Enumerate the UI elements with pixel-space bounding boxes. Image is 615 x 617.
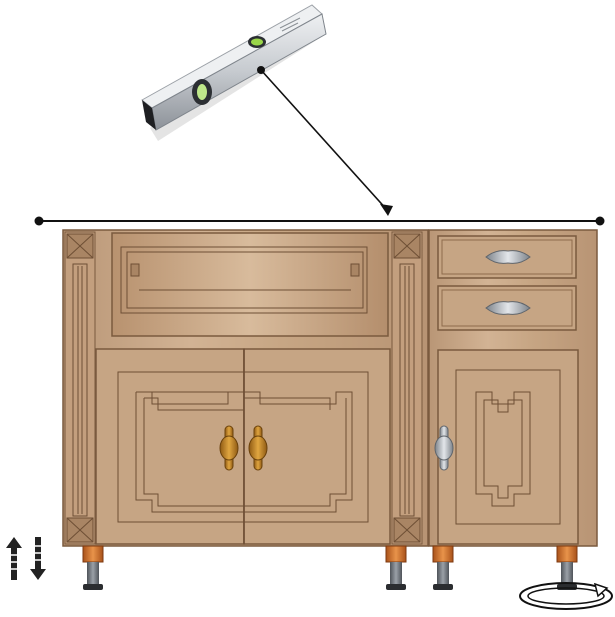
bubble-vial — [251, 38, 263, 46]
chrome-handle — [485, 301, 531, 315]
adjust-height-icon — [6, 537, 46, 580]
sink-door-right — [243, 348, 391, 545]
sink-base-cabinet — [62, 229, 429, 547]
left-pilaster — [64, 231, 96, 545]
sink-top-panel — [111, 232, 389, 337]
pointer-line — [257, 66, 393, 216]
cabinet-leg — [385, 545, 407, 590]
chrome-handle — [485, 250, 531, 264]
cabinet-leg — [82, 545, 104, 590]
drawer-base-door — [434, 349, 579, 545]
level-reference-line — [34, 216, 605, 226]
cabinet-leg — [432, 545, 454, 590]
right-pilaster — [391, 231, 423, 545]
brass-handle-right — [248, 425, 268, 471]
chrome-door-handle — [434, 425, 454, 471]
rotate-leg-icon — [519, 582, 613, 610]
drawer-2 — [437, 285, 577, 331]
drawer-base-cabinet — [428, 229, 598, 547]
brass-handle-left — [219, 425, 239, 471]
sink-door-left — [95, 348, 245, 545]
spirit-level — [141, 4, 327, 141]
drawer-1 — [437, 235, 577, 279]
